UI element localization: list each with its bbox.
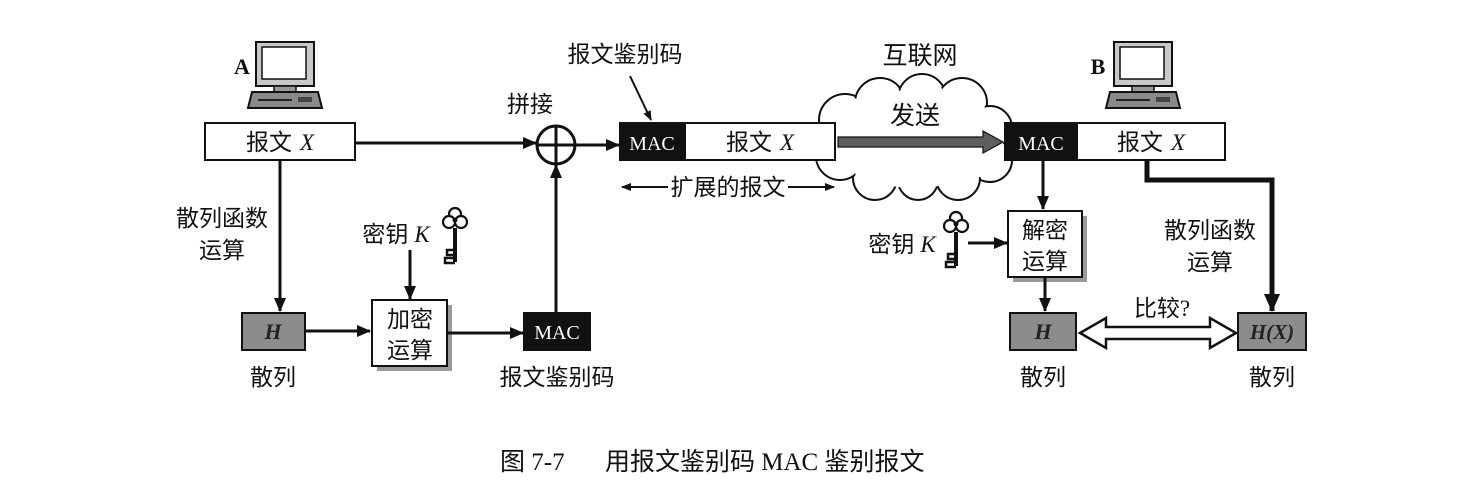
receiver-key-var: K bbox=[919, 232, 937, 257]
sender-message-var: X bbox=[299, 130, 315, 155]
sender-label: A bbox=[234, 54, 250, 79]
receiver-decrypted-caption: 散列 bbox=[1020, 365, 1066, 390]
receiver-key-text: 密钥 bbox=[868, 232, 914, 257]
sender-mac-box-label: MAC bbox=[534, 322, 580, 344]
encrypt-step-line1: 加密 bbox=[387, 307, 433, 332]
sender-hash-step-line1: 散列函数 bbox=[176, 206, 268, 231]
extended-message-var: X bbox=[779, 130, 795, 155]
compare-label: 比较? bbox=[1134, 296, 1190, 321]
receiver-decrypted-hash-label: H bbox=[1033, 319, 1052, 344]
internet-label: 互联网 bbox=[882, 43, 957, 70]
receiver-mac-box-label: MAC bbox=[1018, 133, 1064, 155]
key-icon bbox=[942, 210, 970, 269]
arrow-label-to-mac bbox=[629, 75, 652, 121]
receiver-hash-step-line1: 散列函数 bbox=[1164, 218, 1256, 243]
sender-hash-caption: 散列 bbox=[250, 365, 296, 390]
receiver-message-label: 报文 X bbox=[1117, 130, 1186, 155]
extended-message-text: 报文 bbox=[726, 130, 772, 155]
extended-message-label: 报文 X bbox=[726, 130, 795, 155]
receiver-hashx-box bbox=[1237, 312, 1307, 351]
receiver-label: B bbox=[1091, 54, 1106, 79]
sender-message-box bbox=[204, 122, 356, 161]
receiver-hashx-label: H(X) bbox=[1249, 320, 1294, 344]
receiver-hashx-caption: 散列 bbox=[1249, 365, 1295, 390]
sender-hash-step-line2: 运算 bbox=[199, 238, 245, 263]
receiver-message-text: 报文 bbox=[1117, 130, 1163, 155]
sender-hash-box bbox=[241, 312, 306, 351]
encrypt-step-line2: 运算 bbox=[387, 338, 433, 363]
send-label: 发送 bbox=[890, 102, 940, 130]
sender-key-var: K bbox=[413, 222, 431, 247]
send-arrow bbox=[837, 129, 1005, 155]
extended-message-box bbox=[684, 122, 836, 161]
encrypt-box bbox=[371, 299, 448, 367]
key-icon bbox=[441, 206, 469, 265]
extended-mac-label: 报文鉴别码 bbox=[568, 42, 683, 67]
decrypt-step-line1: 解密 bbox=[1022, 218, 1068, 243]
sender-key-text: 密钥 bbox=[362, 222, 408, 247]
sender-message-label: 报文 X bbox=[246, 130, 315, 155]
sender-hash-box-label: H bbox=[263, 319, 282, 344]
decrypt-step-line2: 运算 bbox=[1022, 249, 1068, 274]
sender-mac-caption: 报文鉴别码 bbox=[500, 365, 615, 390]
figure-number: 图 7-7 bbox=[500, 449, 565, 476]
concat-label: 拼接 bbox=[507, 92, 553, 117]
compare-double-arrow bbox=[1077, 315, 1239, 351]
receiver-decrypted-hash-box bbox=[1009, 312, 1077, 351]
receiver-hash-step-line2: 运算 bbox=[1187, 250, 1233, 275]
extended-mac-box-label: MAC bbox=[629, 133, 675, 155]
sender-mac-box bbox=[523, 312, 591, 351]
computer-icon bbox=[246, 41, 324, 109]
figure-title: 用报文鉴别码 MAC 鉴别报文 bbox=[605, 448, 924, 476]
receiver-message-box bbox=[1076, 122, 1226, 161]
extended-span-label: 扩展的报文 bbox=[671, 175, 786, 200]
sender-message-text: 报文 bbox=[246, 130, 292, 155]
receiver-message-var: X bbox=[1170, 130, 1186, 155]
computer-icon bbox=[1104, 41, 1182, 109]
figure-caption: 图 7-7 用报文鉴别码 MAC 鉴别报文 bbox=[500, 448, 924, 476]
concat-plus-icon bbox=[535, 124, 577, 166]
arrow-message-to-hashx bbox=[1144, 160, 1280, 312]
